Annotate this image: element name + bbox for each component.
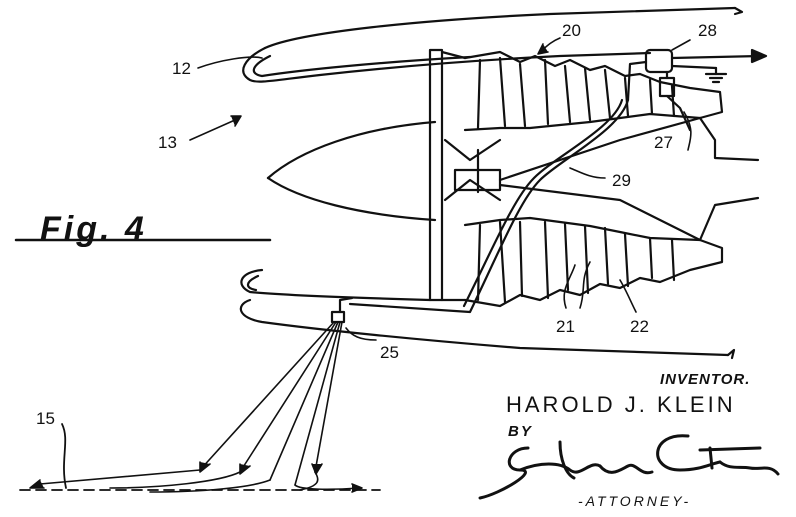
radiation-paths: [29, 321, 363, 493]
ref-21: 21: [556, 317, 575, 336]
nose-cone: [266, 120, 437, 222]
attorney-label: -ATTORNEY-: [578, 493, 692, 509]
ref-22: 22: [630, 317, 649, 336]
upper-compressor-casing: [463, 50, 760, 162]
ref-29: 29: [612, 171, 631, 190]
ref-20: 20: [562, 21, 581, 40]
inventor-name: HAROLD J. KLEIN: [506, 392, 736, 417]
central-shaft: [498, 116, 702, 242]
probe-assembly: [626, 48, 768, 132]
ground-line: [19, 423, 381, 491]
ref-13: 13: [158, 133, 177, 152]
ref-12: 12: [172, 59, 191, 78]
ref-15: 15: [36, 409, 55, 428]
sensor-25: [330, 296, 354, 324]
figure-label: Fig. 4: [40, 210, 147, 248]
ref-25: 25: [380, 343, 399, 362]
attorney-signature: [478, 434, 780, 500]
lower-nacelle-cowl: [239, 268, 736, 360]
upper-nacelle-cowl: [242, 6, 744, 83]
inlet-frame: [428, 48, 502, 302]
ref-28: 28: [698, 21, 717, 40]
leader-lines: [189, 37, 692, 341]
lead-29: [348, 98, 630, 314]
inventor-title: INVENTOR.: [660, 371, 751, 388]
by-label: BY: [508, 423, 533, 440]
lower-compressor-casing: [463, 196, 760, 308]
ref-27: 27: [654, 133, 673, 152]
